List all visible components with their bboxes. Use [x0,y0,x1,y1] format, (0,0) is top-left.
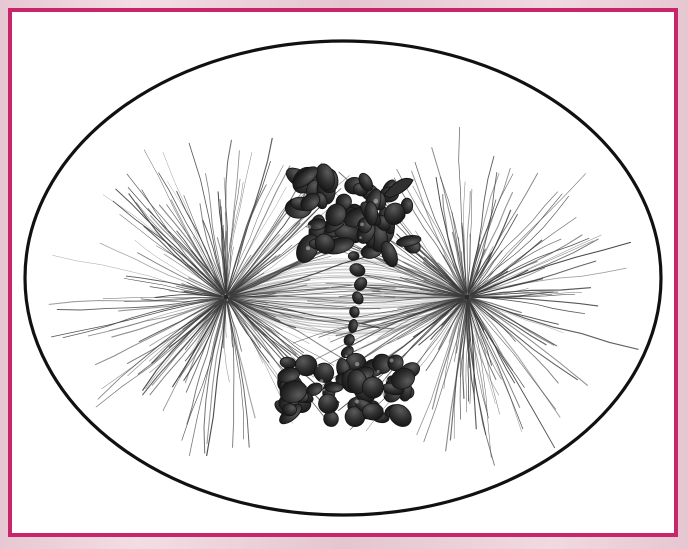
chromatin-highlight [390,358,394,362]
chromosome-blob [348,252,359,261]
chromatin-highlight [326,256,329,259]
right-centrosome [465,295,470,300]
chromatin-highlight [355,362,359,366]
chromosome-blob [362,403,383,420]
chromatin-highlight [381,293,385,297]
chromatin-highlight [320,379,324,383]
chromatin-highlight [304,335,307,338]
chromatin-highlight [381,392,385,396]
chromatin-highlight [317,365,319,367]
chromatin-highlight [306,246,310,250]
chromatin-highlight [321,275,324,278]
chromatin-highlight [307,283,309,285]
chromatin-highlight [384,378,388,382]
chromosome-blob [282,403,297,416]
chromatin-highlight [323,389,325,391]
chromatin-highlight [355,399,359,403]
chromatin-highlight [359,236,362,239]
chromatin-highlight [329,286,331,288]
chromatin-highlight [377,370,380,373]
chromatin-highlight [304,318,307,321]
chromatin-highlight [374,199,379,204]
chromatin-highlight [327,337,330,340]
chromatin-highlight [345,355,347,357]
left-centrosome [224,295,229,300]
figure-frame [8,8,678,537]
chromatin-highlight [317,285,319,287]
chromatin-highlight [311,282,316,287]
chromatin-highlight [307,225,311,229]
mitotic-spindle-figure [12,12,674,533]
chromatin-highlight [357,347,362,352]
chromatin-highlight [360,223,364,227]
chromatin-highlight [336,324,340,328]
chromatin-highlight [367,341,370,344]
